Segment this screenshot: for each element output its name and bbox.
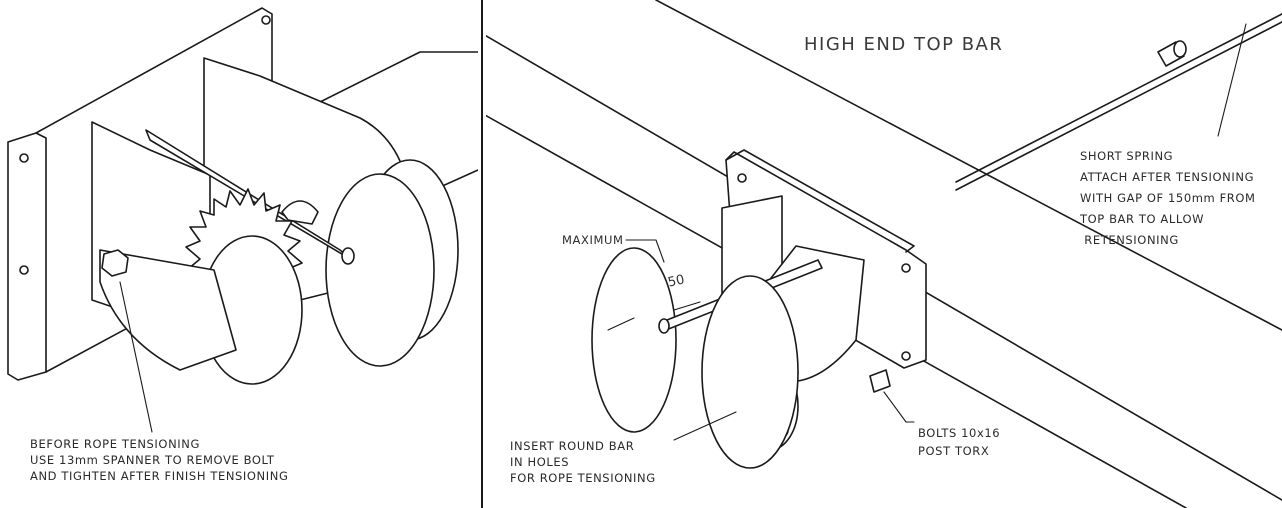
beam [299,51,478,113]
dim-line [673,301,701,311]
panel-divider [481,0,483,508]
top-bar-drawing [486,0,1282,508]
plate-hole [737,173,747,183]
note-line: TOP BAR TO ALLOW [1080,212,1205,226]
leader-maximum [625,239,665,263]
leader-line [119,281,153,433]
note-line: RETENSIONING [1080,233,1179,247]
note-line: FOR ROPE TENSIONING [510,471,656,485]
note-line: POST TORX [918,444,990,458]
plate-hole [261,15,271,25]
left-detail-panel: BEFORE ROPE TENSIONING USE 13mm SPANNER … [0,0,478,508]
note-line: AND TIGHTEN AFTER FINISH TENSIONING [30,469,289,483]
leader-spring [1217,23,1247,137]
plate-hole [901,351,911,361]
note-line: BEFORE ROPE TENSIONING [30,437,200,451]
right-detail-panel: HIGH END TOP BAR SHORT SPRING ATTACH AFT… [486,0,1282,508]
note-line: INSERT ROUND BAR [510,439,635,453]
drum-disc [591,247,677,433]
rope [955,21,1282,191]
bolt [869,369,891,393]
wall-plate-edge [7,132,47,381]
note-line: IN HOLES [510,455,570,469]
note-line: BOLTS 10x16 [918,426,1001,440]
lever [99,249,237,371]
note-line: USE 13mm SPANNER TO REMOVE BOLT [30,453,275,467]
drum-face [325,173,435,367]
top-bar-edge [655,0,1282,331]
short-spring [1157,40,1187,67]
drawing-title: HIGH END TOP BAR [804,34,1004,55]
insert-note: INSERT ROUND BAR IN HOLES FOR ROPE TENSI… [510,438,656,486]
rope [955,13,1282,183]
ratchet-drawing [7,7,478,433]
maximum-label: MAXIMUM [562,233,624,247]
plate-hole [19,153,29,163]
leader-insert [673,411,737,441]
spring-note: SHORT SPRING ATTACH AFTER TENSIONING WIT… [1080,146,1256,251]
pawl [281,200,319,225]
plate-hole [901,263,911,273]
note-line: WITH GAP OF 150mm FROM [1080,191,1256,205]
bar-end [341,247,355,265]
bolts-note: BOLTS 10x16 POST TORX [918,424,1000,460]
leader-bolts [883,391,907,423]
bolt-note: BEFORE ROPE TENSIONING USE 13mm SPANNER … [30,436,288,484]
mount-plate-edge [725,149,915,253]
bolt-head [101,249,129,277]
bar-end [658,318,670,334]
front-disc [701,275,799,469]
dim-line [607,317,635,331]
note-line: SHORT SPRING [1080,149,1174,163]
note-line: ATTACH AFTER TENSIONING [1080,170,1255,184]
plate-hole [19,265,29,275]
